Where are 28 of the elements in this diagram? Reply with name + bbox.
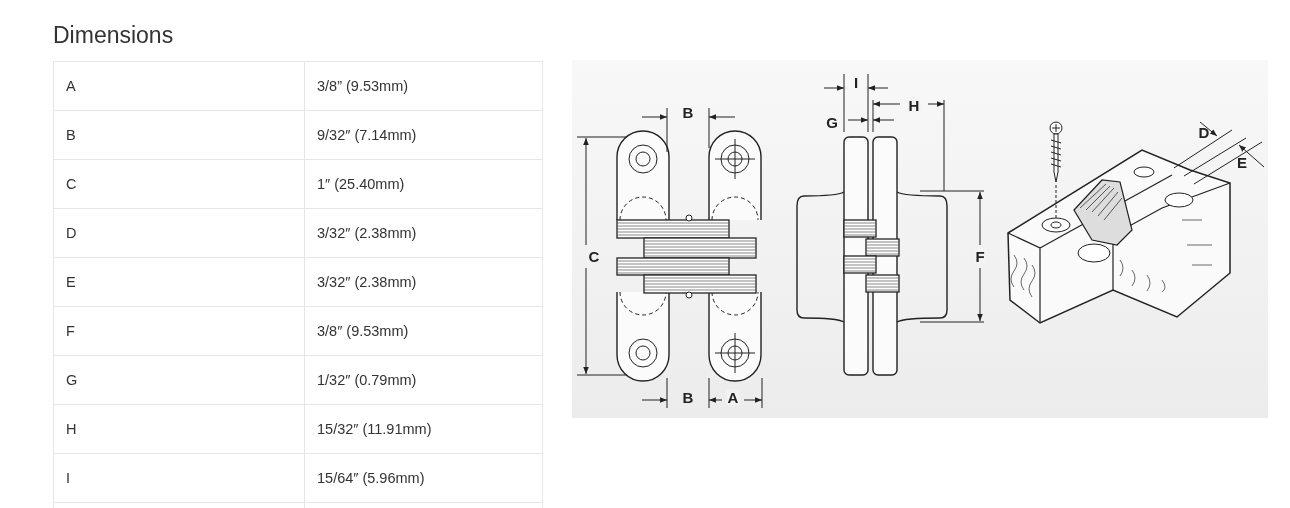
table-cell: 9/32″ (7.14mm) [304, 111, 542, 159]
table-cell-text: H [65, 420, 78, 439]
table-cell: 1/32″ (0.79mm) [304, 356, 542, 404]
table-cell-text: B [65, 126, 77, 145]
table-cell-text: A [65, 77, 77, 96]
table-cell-text: F [65, 322, 76, 341]
table-cell: 3/8″ (9.53mm) [304, 307, 542, 355]
table-cell: 15/64″ (5.96mm) [304, 454, 542, 502]
table-cell-text: G [65, 371, 79, 390]
table-cell: 15/32″ (11.91mm) [304, 405, 542, 453]
table-cell-text: D [65, 224, 78, 243]
table-cell: 1″ (25.40mm) [304, 160, 542, 208]
dimension-letter: H [907, 97, 921, 113]
dimension-letter: B [681, 104, 695, 120]
table-cell-text: C [65, 175, 78, 194]
table-cell: 3/32″ (2.38mm) [304, 258, 542, 306]
table-cell: 3/8” (9.53mm) [304, 62, 542, 110]
table-cell: 3/32″ (2.38mm) [304, 209, 542, 257]
dimension-letter: G [825, 114, 839, 130]
dimension-letter: I [852, 74, 860, 90]
dimension-letter: B [681, 389, 695, 405]
dimension-letter: E [1236, 154, 1248, 170]
dimension-letter: A [726, 389, 740, 405]
dimension-letter: C [587, 248, 601, 264]
page-title: Dimensions [53, 22, 174, 49]
table-cell-text: I [65, 469, 72, 488]
dimension-letter: D [1197, 124, 1211, 140]
table-cell-text: E [65, 273, 77, 292]
